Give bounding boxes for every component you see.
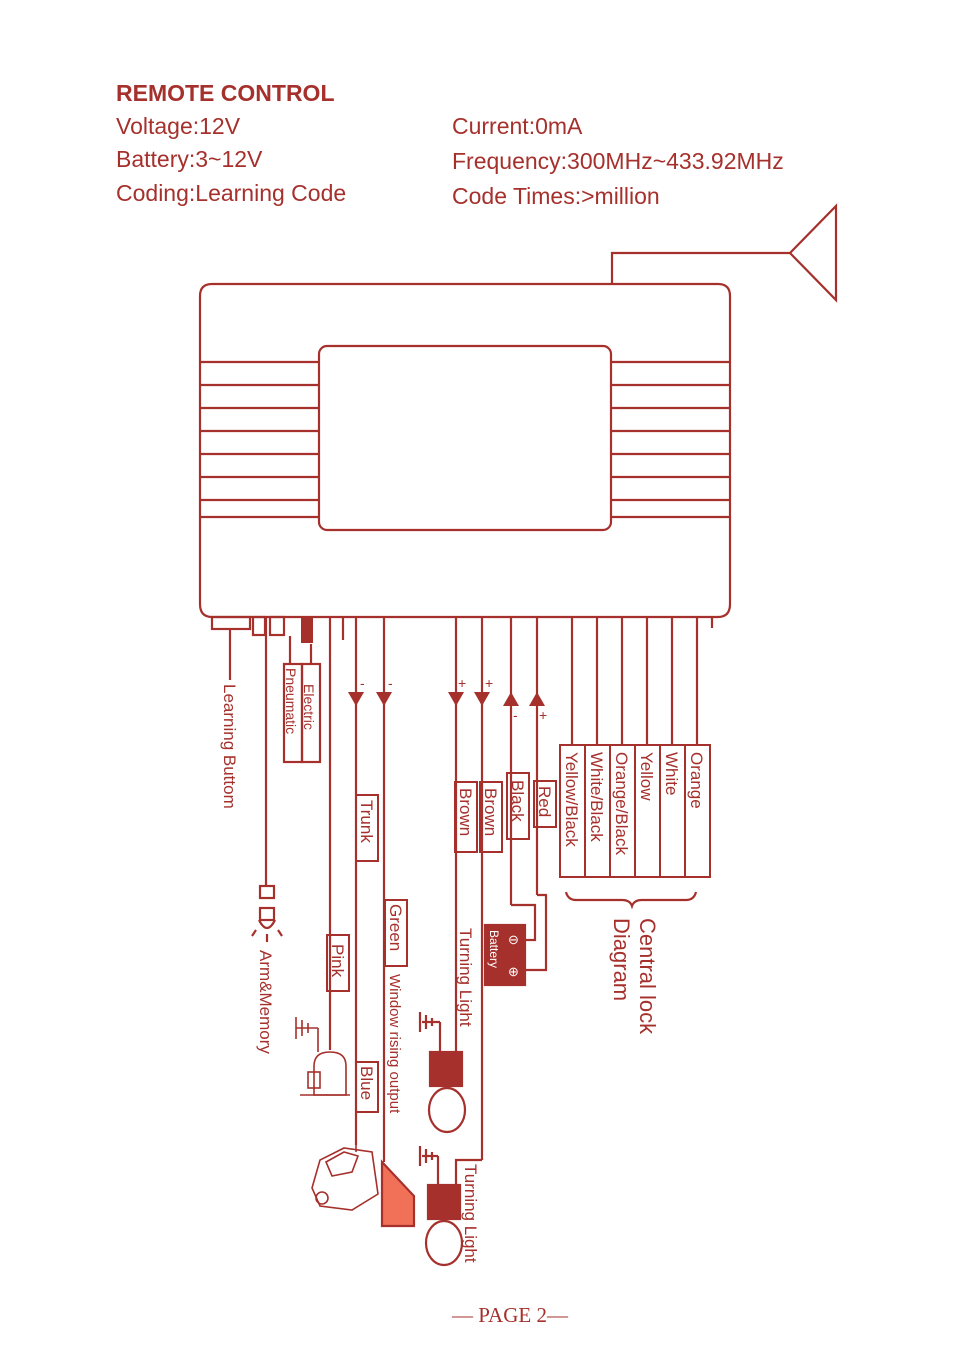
turning-light-icon-2 [418,1146,464,1267]
control-box [198,282,732,619]
battery-label: Battery [487,930,501,968]
turning-light-label-1: Turning Light [456,928,475,1027]
lock-type-switch [268,615,322,764]
turning-light-label-2: Turning Light [461,1164,480,1263]
antenna-icon [610,203,838,303]
black-label: Black [508,780,527,822]
cl-wire-3: Orange/Black [612,752,631,855]
title: REMOTE CONTROL [116,80,335,106]
cl-wire-1: Yellow/Black [562,752,581,847]
current-spec: Current:0mA [452,113,583,139]
brown-label-1: Brown [456,788,475,836]
pneumatic-label: Pneumatic [283,668,299,734]
arm-memory-label: Arm&Memory [256,950,275,1054]
battery-minus-icon: ⊖ [508,932,519,947]
battery-spec: Battery:3~12V [116,146,263,172]
central-lock-subtitle: Diagram [609,918,634,1001]
electric-label: Electric [301,684,317,730]
cl-wire-2: White/Black [587,752,606,842]
turning-light-icon-1 [418,1012,467,1134]
trunk-minus: - [360,675,365,691]
cl-wire-6: Orange [687,752,706,809]
central-lock-wires [564,617,714,910]
brown-label-2: Brown [481,788,500,836]
trunk-label: Trunk [357,800,376,843]
learning-button-connector [210,615,252,680]
code-times-spec: Code Times:>million [452,183,660,209]
arm-led-wire [251,615,283,942]
car-icon [311,1145,379,1211]
frequency-spec: Frequency:300MHz~433.92MHz [452,148,784,174]
green-label: Green [386,904,405,951]
red-plus: + [539,707,547,723]
red-label: Red [535,786,554,817]
central-lock-title: Central lock [635,918,660,1035]
cl-wire-5: White [662,752,681,795]
brown1-plus: + [458,675,466,691]
cl-wire-4: Yellow [637,752,656,801]
black-minus: - [513,707,518,723]
trunk-actuator-icon [300,1051,350,1096]
learning-button-label: Learning Buttom [220,684,239,809]
green-minus: - [388,675,393,691]
blue-label: Blue [357,1066,376,1100]
page-number: — PAGE 2— [452,1303,568,1327]
ground-icon [295,1017,319,1052]
window-output-label: Window rising output [386,974,403,1114]
battery-plus-icon: ⊕ [508,964,519,979]
brown2-plus: + [485,675,493,691]
voltage-spec: Voltage:12V [116,113,241,139]
coding-spec: Coding:Learning Code [116,180,347,206]
pink-label: Pink [328,944,347,978]
battery-icon [483,923,527,987]
window-icon [380,1145,416,1228]
